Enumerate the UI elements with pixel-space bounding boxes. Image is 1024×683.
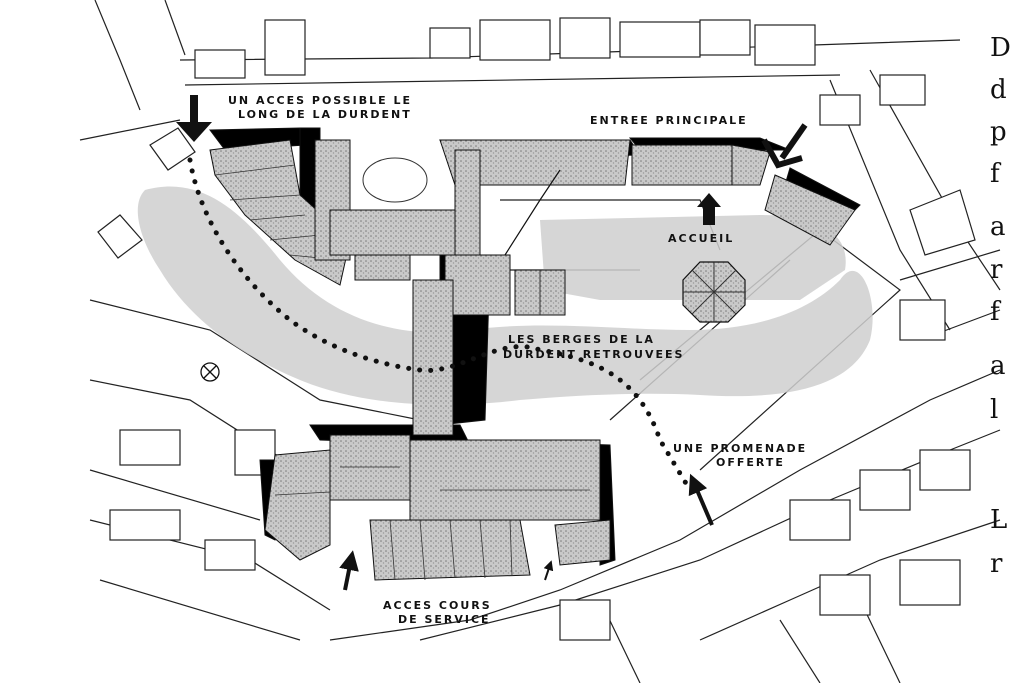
circled-cross-icon [200,362,220,382]
courtyard-circle [362,157,428,203]
side-letter: l [990,395,998,425]
arrow-up-promenade-icon [688,473,714,526]
octagon-pavilion-icon [682,261,746,323]
side-letter: f [990,159,1002,189]
promenade-dotted-path [187,157,693,493]
label-acces-durdent-1: UN ACCES POSSIBLE LE [228,94,412,107]
label-accueil: ACCUEIL [668,232,734,245]
arrow-up-icon [697,193,721,225]
river-durdent [137,186,873,405]
clipped-side-text: D d p f a r f a l L r [990,33,1011,579]
label-acces-cours-1: ACCES COURS [383,599,492,612]
abbey-buildings [209,127,861,581]
label-promenade-2: OFFERTE [716,456,785,469]
arrows [176,95,808,591]
side-letter: L [990,505,1007,535]
side-letter: r [990,255,1003,285]
arrow-down-icon [176,95,212,142]
side-letter: d [990,75,1007,105]
arrow-small-service-icon [543,560,554,581]
arrow-diagonal-icon [761,123,808,169]
side-letter: a [990,351,1006,381]
label-promenade-1: UNE PROMENADE [673,442,807,455]
side-letter: D [990,33,1011,63]
label-acces-durdent-2: LONG DE LA DURDENT [238,108,412,121]
callout-lines [504,169,561,256]
surrounding-buildings [97,17,976,641]
arrow-up-service-icon [339,550,359,591]
side-letter: p [990,117,1007,147]
label-berges-2: DURDENT RETROUVEES [503,348,684,361]
label-entree-principale: ENTREE PRINCIPALE [590,114,748,127]
side-letter: a [990,212,1006,242]
side-letter: f [990,297,1002,327]
label-berges-1: LES BERGES DE LA [508,333,655,346]
side-letter: r [990,549,1003,579]
river-upper-pool [540,215,846,300]
label-acces-cours-2: DE SERVICE [398,613,491,626]
